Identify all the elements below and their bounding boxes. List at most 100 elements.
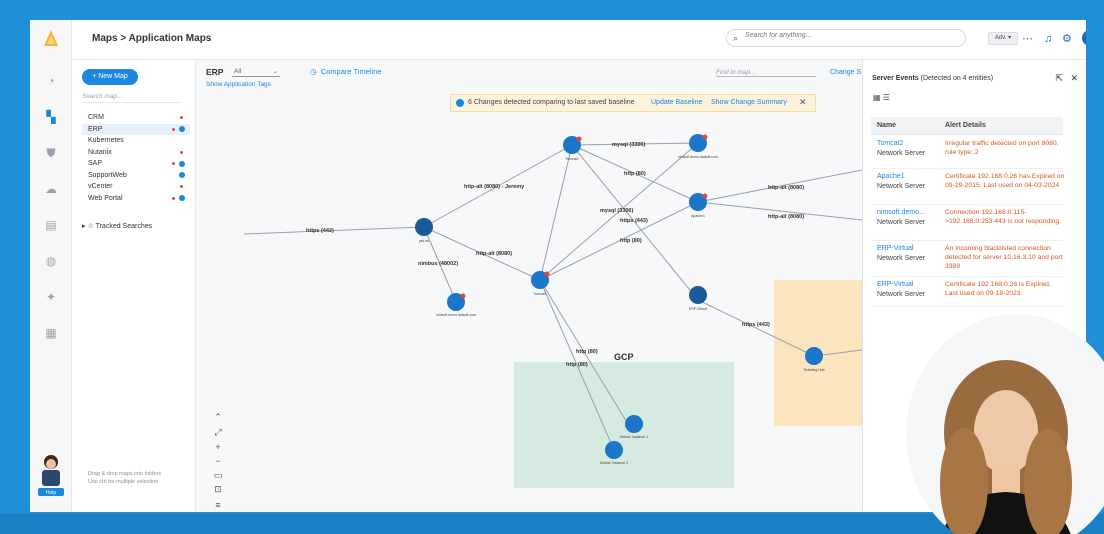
close-icon[interactable]: ✕ (1070, 73, 1078, 83)
advanced-search-button[interactable]: Adv. ▾ (988, 32, 1018, 45)
edge-label: http (80) (576, 349, 598, 355)
edge (697, 169, 862, 203)
shield-icon[interactable]: ⛊ (46, 146, 56, 160)
close-icon[interactable]: ✕ (799, 97, 807, 107)
event-row[interactable]: ERP-Virtual Network Server An incoming b… (871, 241, 1063, 277)
update-baseline-link[interactable]: Update Baseline (651, 99, 703, 106)
map-item-crm[interactable]: CRM (82, 112, 190, 124)
map-item-supportweb[interactable]: SupportWeb (82, 170, 190, 182)
event-row[interactable]: ERP-Virtual Network Server Certificate 1… (871, 277, 1063, 307)
map-name: ERP (206, 67, 224, 77)
node-label: psk-tel (419, 239, 430, 243)
node-label: nimsoft.demo.itatsoft.com (678, 155, 718, 159)
grid-view-icon[interactable]: ▦ (873, 93, 881, 102)
global-search[interactable]: ⌕ (726, 29, 966, 47)
event-alert: Connection 192.168.0.115->192.168.0.253:… (945, 209, 1060, 225)
map-item-nutanix[interactable]: Nutanix (82, 147, 190, 159)
lightbulb-icon[interactable]: ✦ (45, 290, 57, 304)
edge (697, 201, 862, 221)
topology-map: GCP https ( (243, 134, 862, 488)
edge (539, 201, 699, 281)
node-erp-virtual[interactable]: ERP-Virtual (689, 286, 707, 311)
node-apache1[interactable]: Apache1 (689, 193, 708, 218)
info-badge-icon (179, 172, 185, 178)
compare-timeline-button[interactable]: ◷ Compare Timeline (310, 67, 382, 76)
node-debian-1[interactable]: Debian Instance 1 (620, 415, 648, 439)
event-name[interactable]: ERP-Virtual (877, 245, 914, 252)
settings-gear-icon[interactable]: ⚙ (1062, 33, 1072, 45)
export-icon[interactable]: ⇱ (1055, 73, 1063, 83)
event-alert: An incoming blacklisted connection detec… (945, 245, 1063, 270)
documents-icon[interactable]: ▤ (45, 218, 57, 232)
map-item-sap[interactable]: SAP (82, 158, 190, 170)
global-search-input[interactable] (745, 32, 945, 39)
node-psk[interactable]: psk-tel (415, 218, 433, 243)
edge-label: http (80) (566, 362, 588, 368)
list-view-icon[interactable]: ☰ (882, 93, 890, 102)
store-icon[interactable]: ▦ (45, 326, 57, 340)
show-tags-link[interactable]: Show Application Tags (206, 81, 271, 88)
event-name[interactable]: Tomcat2 (877, 140, 904, 147)
edge-label: https (443) (620, 218, 648, 224)
edge-label: http-alt (8080) (768, 214, 804, 220)
map-item-erp[interactable]: ERP (82, 123, 190, 135)
edge (571, 144, 699, 203)
lock-icon[interactable]: ⊡ (214, 484, 222, 494)
edge (571, 144, 699, 301)
notifications-bell-icon[interactable]: ♫ (1044, 33, 1053, 45)
map-item-label: SAP (88, 160, 103, 167)
event-name[interactable]: Apache1 (877, 173, 905, 180)
topology-icon[interactable]: ⋯ (1022, 33, 1033, 45)
expand-icon[interactable]: ⤢ (214, 427, 222, 437)
view-toggle[interactable]: ▦ ☰ (873, 93, 890, 102)
event-row[interactable]: Tomcat2 Network Server Irregular traffic… (871, 136, 1063, 169)
desktop-bottom-bar (0, 514, 1104, 534)
panel-title-suffix: (Detected on 4 entities) (920, 75, 994, 82)
alert-dot-icon (180, 185, 183, 188)
map-item-web-portal[interactable]: Web Portal (82, 193, 190, 205)
menu-icon[interactable]: ≡ (215, 500, 221, 510)
map-search-input[interactable]: Search map... (82, 93, 182, 103)
advanced-search-label: Adv. (994, 35, 1007, 41)
node-nimsoft-top[interactable]: nimsoft.demo.itatsoft.com (678, 134, 718, 159)
zoom-out-icon[interactable]: − (215, 456, 221, 466)
new-map-button[interactable]: + New Map (82, 69, 138, 85)
event-alert: Irregular traffic detected on port 8080,… (945, 140, 1059, 156)
node-tomcat1[interactable]: Tomcat1 (531, 271, 550, 296)
breadcrumb: Maps > Application Maps (92, 33, 212, 44)
map-filter-select[interactable]: All⌄ (232, 66, 280, 77)
map-canvas[interactable]: GCP https ( (196, 60, 862, 512)
help-avatar-icon[interactable]: Help (36, 452, 66, 498)
map-list: CRM ERP Kubernetes Nutanix SAP SupportWe… (82, 112, 190, 204)
find-in-map-input[interactable]: Find in map... (716, 69, 816, 77)
map-item-kubernetes[interactable]: Kubernetes (82, 135, 190, 147)
tracked-searches-toggle[interactable]: ▸ ☆ Tracked Searches (82, 222, 152, 230)
fit-screen-icon[interactable]: ▭ (213, 470, 223, 480)
event-name[interactable]: ERP-Virtual (877, 281, 914, 288)
user-avatar[interactable]: V (1082, 30, 1086, 46)
event-row[interactable]: nimsoft.demo... Network Server Connectio… (871, 205, 1063, 241)
node-ticketing[interactable]: Ticketing Hub (803, 347, 825, 372)
node-nimsoft-low[interactable]: nimsoft.demo.itatsoft.com (436, 293, 476, 317)
event-name[interactable]: nimsoft.demo... (877, 209, 925, 216)
edge (571, 142, 699, 146)
zoom-up-icon[interactable]: ⌃ (214, 412, 222, 422)
show-change-summary-link[interactable]: Show Change Summary (711, 99, 787, 106)
node-tomcat2[interactable]: Tomcat2 (563, 136, 582, 161)
edge (697, 299, 815, 357)
map-item-label: vCenter (88, 183, 113, 190)
event-row[interactable]: Apache1 Network Server Certificate 192.1… (871, 169, 1064, 205)
change-summary-link[interactable]: Change S (830, 69, 862, 76)
compass-icon[interactable]: ◍ (45, 254, 57, 268)
map-item-vcenter[interactable]: vCenter (82, 181, 190, 193)
info-icon (456, 99, 464, 107)
edge (539, 279, 615, 451)
event-type: Network Server (877, 255, 926, 262)
node-label: Apache1 (691, 214, 705, 218)
zoom-in-icon[interactable]: + (215, 442, 221, 452)
node-debian-2[interactable]: Debian Instance 2 (600, 441, 628, 465)
cloud-icon[interactable]: ☁ (45, 182, 57, 196)
dashboard-icon[interactable]: ◔ (47, 74, 55, 88)
map-icon[interactable]: ▚ (46, 110, 56, 124)
app-logo-icon (44, 30, 58, 46)
